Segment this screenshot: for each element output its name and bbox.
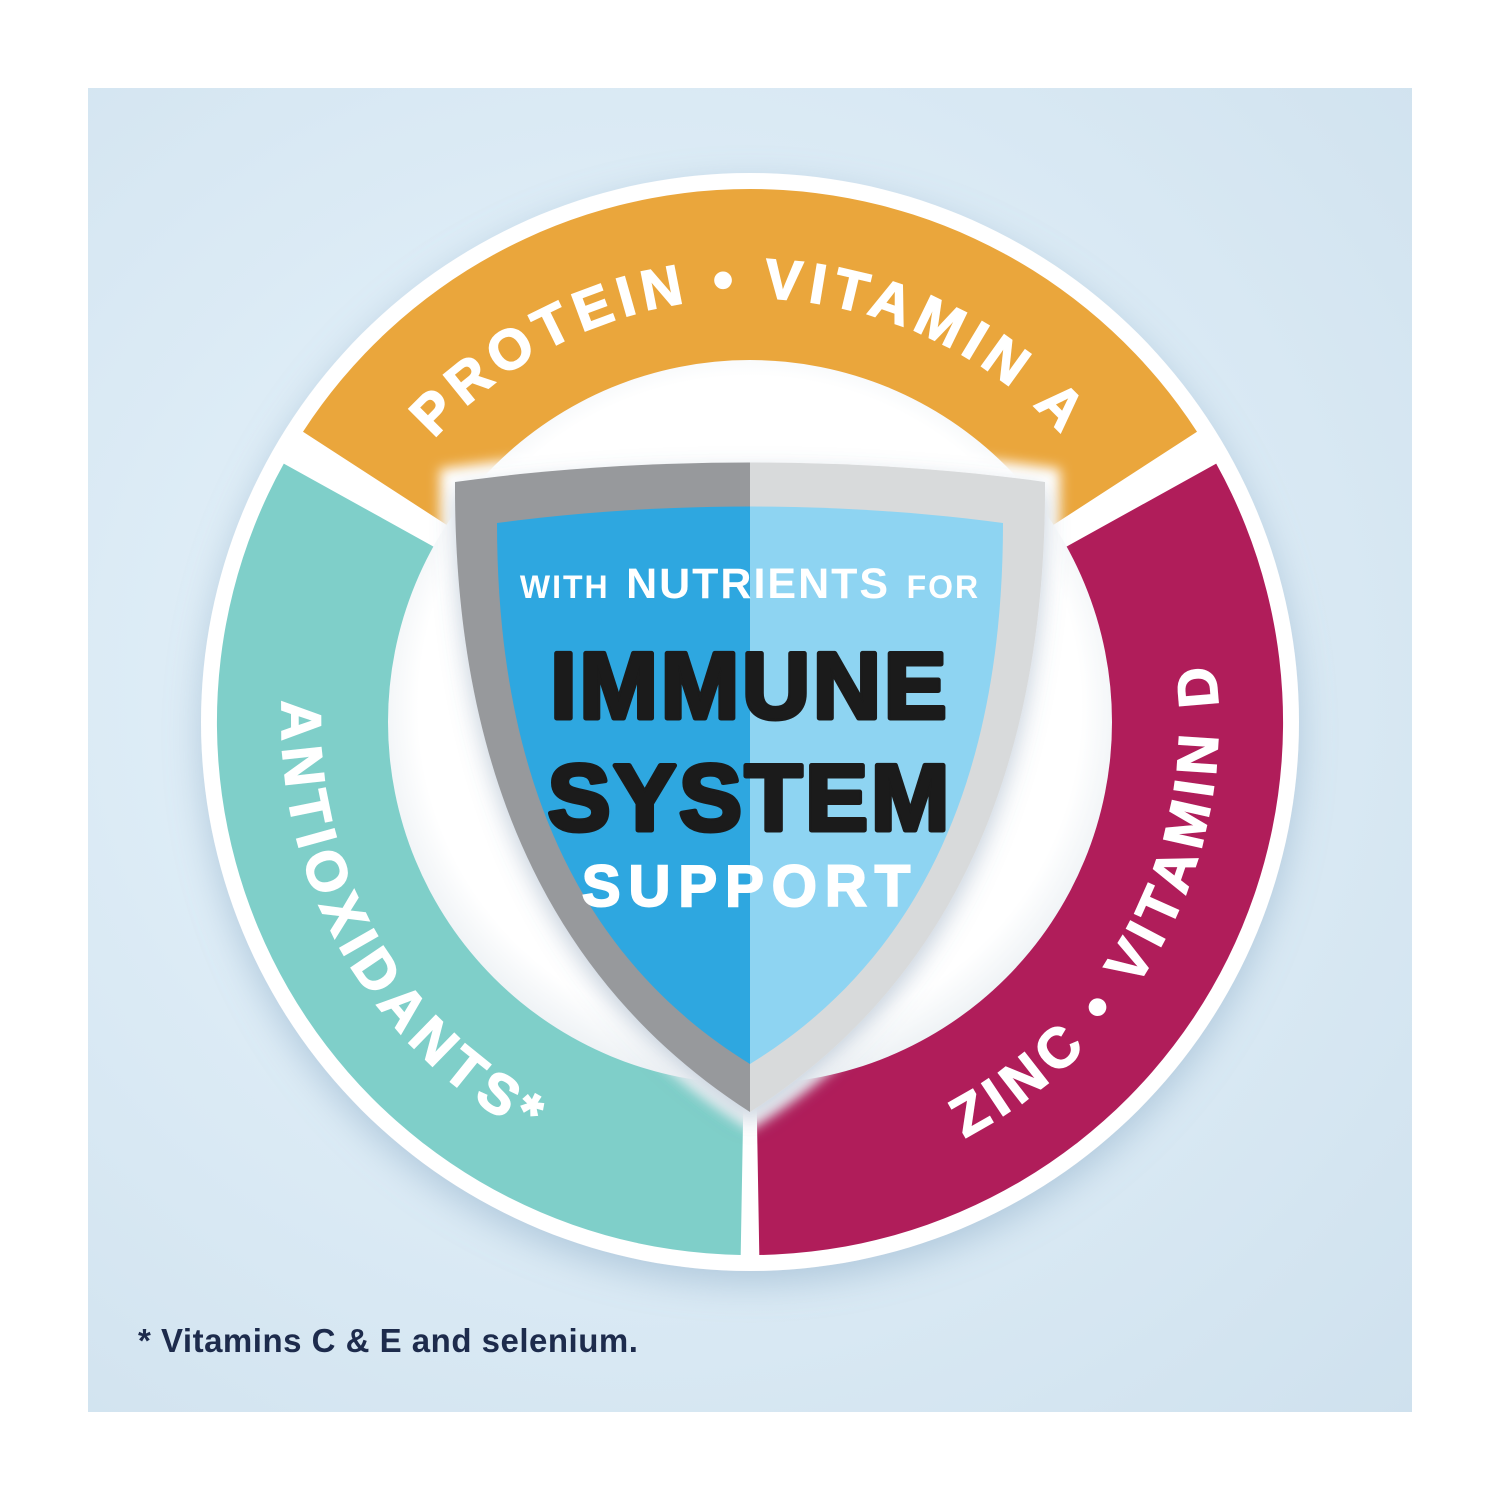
footnote-text: * Vitamins C & E and selenium.: [138, 1322, 639, 1359]
ring-segments: [216, 189, 1284, 1256]
shield-eyebrow-before: WITH: [520, 569, 610, 605]
shield-title-system: SYSTEM: [548, 745, 953, 850]
shield-face-left: [497, 506, 750, 1064]
shield-eyebrow: WITH NUTRIENTS FOR: [520, 560, 980, 608]
shield-eyebrow-emphasis: NUTRIENTS: [626, 560, 890, 608]
ring-segment-protein-vitamin-a: [303, 189, 1197, 526]
shield-title-immune: IMMUNE: [550, 633, 949, 738]
shield-subtitle: SUPPORT: [582, 854, 918, 919]
ring-segment-zinc-vitamin-d: [756, 463, 1284, 1256]
shield-eyebrow-after: FOR: [907, 569, 981, 605]
shield-face-right: [750, 506, 1003, 1064]
ring-segment-antioxidants: [216, 463, 744, 1256]
shield-icon: WITH NUTRIENTS FOR IMMUNE SYSTEM SUPPORT: [439, 447, 1061, 1130]
